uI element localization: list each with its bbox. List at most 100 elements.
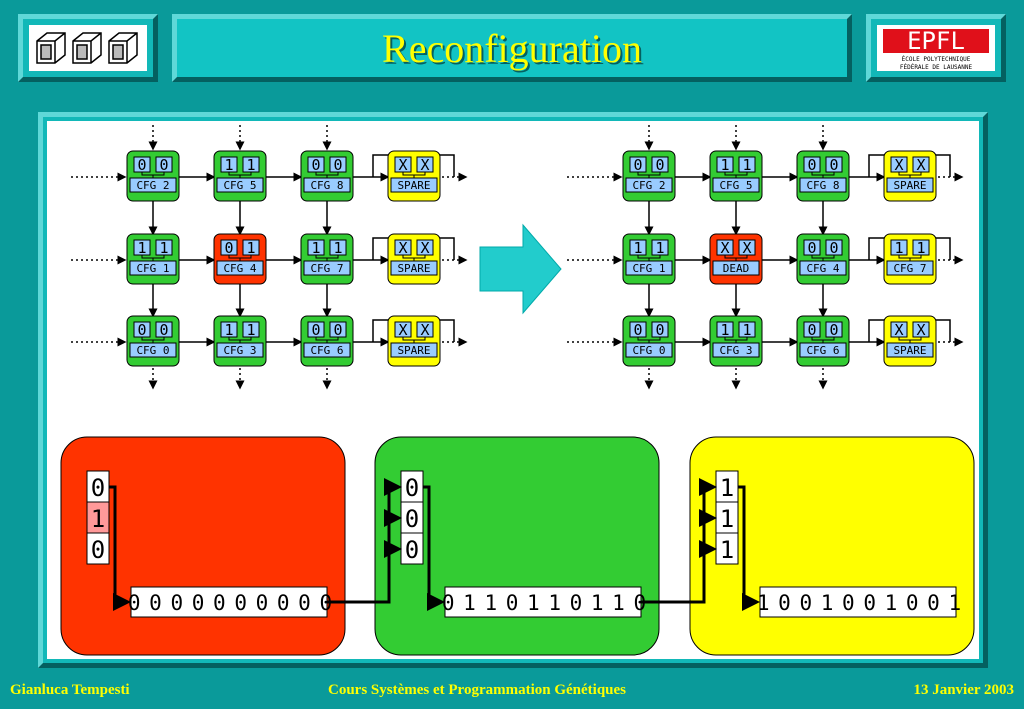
label-box bbox=[886, 342, 934, 358]
bit-value: 1 bbox=[246, 321, 255, 339]
stack-bit: 0 bbox=[91, 536, 105, 564]
bit-value: X bbox=[894, 321, 903, 339]
stack-bit: 0 bbox=[405, 474, 419, 502]
cell-label: CFG 1 bbox=[136, 262, 169, 275]
label-box bbox=[625, 177, 673, 193]
bit-value: 0 bbox=[655, 321, 664, 339]
page-title: Reconfiguration bbox=[382, 26, 642, 71]
bit-value: 1 bbox=[742, 156, 751, 174]
bit-value: 0 bbox=[311, 321, 320, 339]
label-box bbox=[625, 342, 673, 358]
bit-value: X bbox=[720, 239, 729, 257]
bit-value: 0 bbox=[807, 239, 816, 257]
label-box bbox=[390, 177, 438, 193]
cell-label: CFG 0 bbox=[136, 344, 169, 357]
stack-bit: 1 bbox=[720, 505, 734, 533]
bit-value: 0 bbox=[633, 156, 642, 174]
bit-value: 1 bbox=[137, 239, 146, 257]
bit-value: 0 bbox=[159, 156, 168, 174]
label-box bbox=[303, 177, 351, 193]
svg-text:ÉCOLE POLYTECHNIQUE: ÉCOLE POLYTECHNIQUE bbox=[902, 55, 971, 63]
bit-value: 0 bbox=[137, 156, 146, 174]
svg-text:FÉDÉRALE DE LAUSANNE: FÉDÉRALE DE LAUSANNE bbox=[900, 63, 973, 71]
label-box bbox=[799, 177, 847, 193]
bit-value: 1 bbox=[246, 239, 255, 257]
label-box bbox=[303, 260, 351, 276]
cell-label: CFG 7 bbox=[893, 262, 926, 275]
label-box bbox=[799, 260, 847, 276]
footer-course: Cours Systèmes et Programmation Génétiqu… bbox=[328, 682, 627, 698]
cell-label: CFG 3 bbox=[719, 344, 752, 357]
bit-value: 0 bbox=[311, 156, 320, 174]
label-box bbox=[625, 260, 673, 276]
cell-label: CFG 1 bbox=[632, 262, 665, 275]
label-box bbox=[129, 260, 177, 276]
cell-label: CFG 8 bbox=[806, 179, 839, 192]
bit-value: X bbox=[398, 156, 407, 174]
epfl-logo: EPFL ÉCOLE POLYTECHNIQUE FÉDÉRALE DE LAU… bbox=[883, 27, 989, 71]
label-box bbox=[303, 342, 351, 358]
bit-value: X bbox=[916, 321, 925, 339]
bit-value: X bbox=[420, 156, 429, 174]
label-box bbox=[390, 260, 438, 276]
bit-value: X bbox=[916, 156, 925, 174]
footer-author: Gianluca Tempesti bbox=[10, 682, 130, 698]
bit-value: X bbox=[420, 239, 429, 257]
stack-bit: 0 bbox=[405, 536, 419, 564]
register-value: 0 0 0 0 0 0 0 0 0 0 bbox=[128, 591, 332, 615]
stack-bit: 0 bbox=[91, 474, 105, 502]
footer: Gianluca Tempesti Cours Systèmes et Prog… bbox=[0, 682, 1024, 706]
cell-label: CFG 5 bbox=[719, 179, 752, 192]
bit-value: X bbox=[742, 239, 751, 257]
cell-label: CFG 8 bbox=[310, 179, 343, 192]
bit-value: 1 bbox=[246, 156, 255, 174]
bit-value: 1 bbox=[742, 321, 751, 339]
cell-label: CFG 2 bbox=[136, 179, 169, 192]
label-box bbox=[886, 260, 934, 276]
label-box bbox=[712, 177, 760, 193]
label-box bbox=[799, 342, 847, 358]
bit-value: 1 bbox=[633, 239, 642, 257]
bit-value: 1 bbox=[224, 156, 233, 174]
cell-label: CFG 5 bbox=[223, 179, 256, 192]
cell-label: CFG 6 bbox=[806, 344, 839, 357]
svg-text:EPFL: EPFL bbox=[907, 27, 965, 55]
shift-register bbox=[444, 586, 642, 618]
footer-date: 13 Janvier 2003 bbox=[913, 682, 1014, 698]
feed-wire bbox=[423, 485, 445, 611]
label-box bbox=[712, 342, 760, 358]
bit-value: 1 bbox=[720, 321, 729, 339]
bit-value: 0 bbox=[655, 156, 664, 174]
cell-label: SPARE bbox=[397, 344, 430, 357]
bit-value: 0 bbox=[633, 321, 642, 339]
bit-value: X bbox=[398, 239, 407, 257]
logo-right: EPFL ÉCOLE POLYTECHNIQUE FÉDÉRALE DE LAU… bbox=[866, 14, 1006, 82]
register-value: 1 0 0 1 0 0 1 0 0 1 bbox=[757, 591, 961, 615]
bit-value: 1 bbox=[655, 239, 664, 257]
bit-value: 0 bbox=[829, 239, 838, 257]
cell-label: SPARE bbox=[893, 344, 926, 357]
label-box bbox=[216, 260, 264, 276]
cell-label: SPARE bbox=[397, 262, 430, 275]
bit-value: 0 bbox=[829, 321, 838, 339]
label-box bbox=[712, 260, 760, 276]
cell-label: CFG 6 bbox=[310, 344, 343, 357]
label-box bbox=[216, 342, 264, 358]
